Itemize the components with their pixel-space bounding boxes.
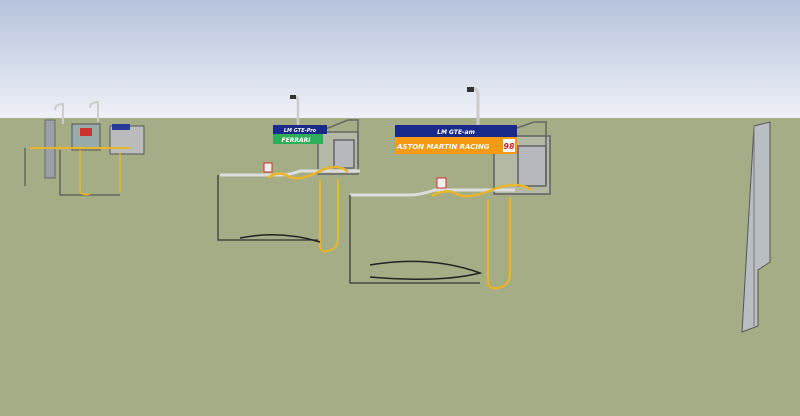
sign-class-label: LM GTE-am <box>437 129 475 136</box>
pit-rig-aston-martin: LM GTE-am ASTON MARTIN RACING 98 <box>349 86 551 290</box>
sign-class-label: LM GTE-Pro <box>284 128 317 134</box>
vertical-panel <box>741 121 771 333</box>
pit-rig-ferrari: LM GTE-Pro FERRARI <box>217 94 360 253</box>
sign-team-label: ASTON MARTIN RACING <box>396 143 490 151</box>
car-number: 98 <box>503 142 515 151</box>
sky <box>0 0 800 118</box>
ground <box>0 118 800 416</box>
sign-ferrari: LM GTE-Pro FERRARI <box>273 125 327 144</box>
far-pit-rigs <box>24 100 145 196</box>
sign-team-label: FERRARI <box>282 137 312 144</box>
sign-aston-martin: LM GTE-am ASTON MARTIN RACING 98 <box>395 125 517 154</box>
